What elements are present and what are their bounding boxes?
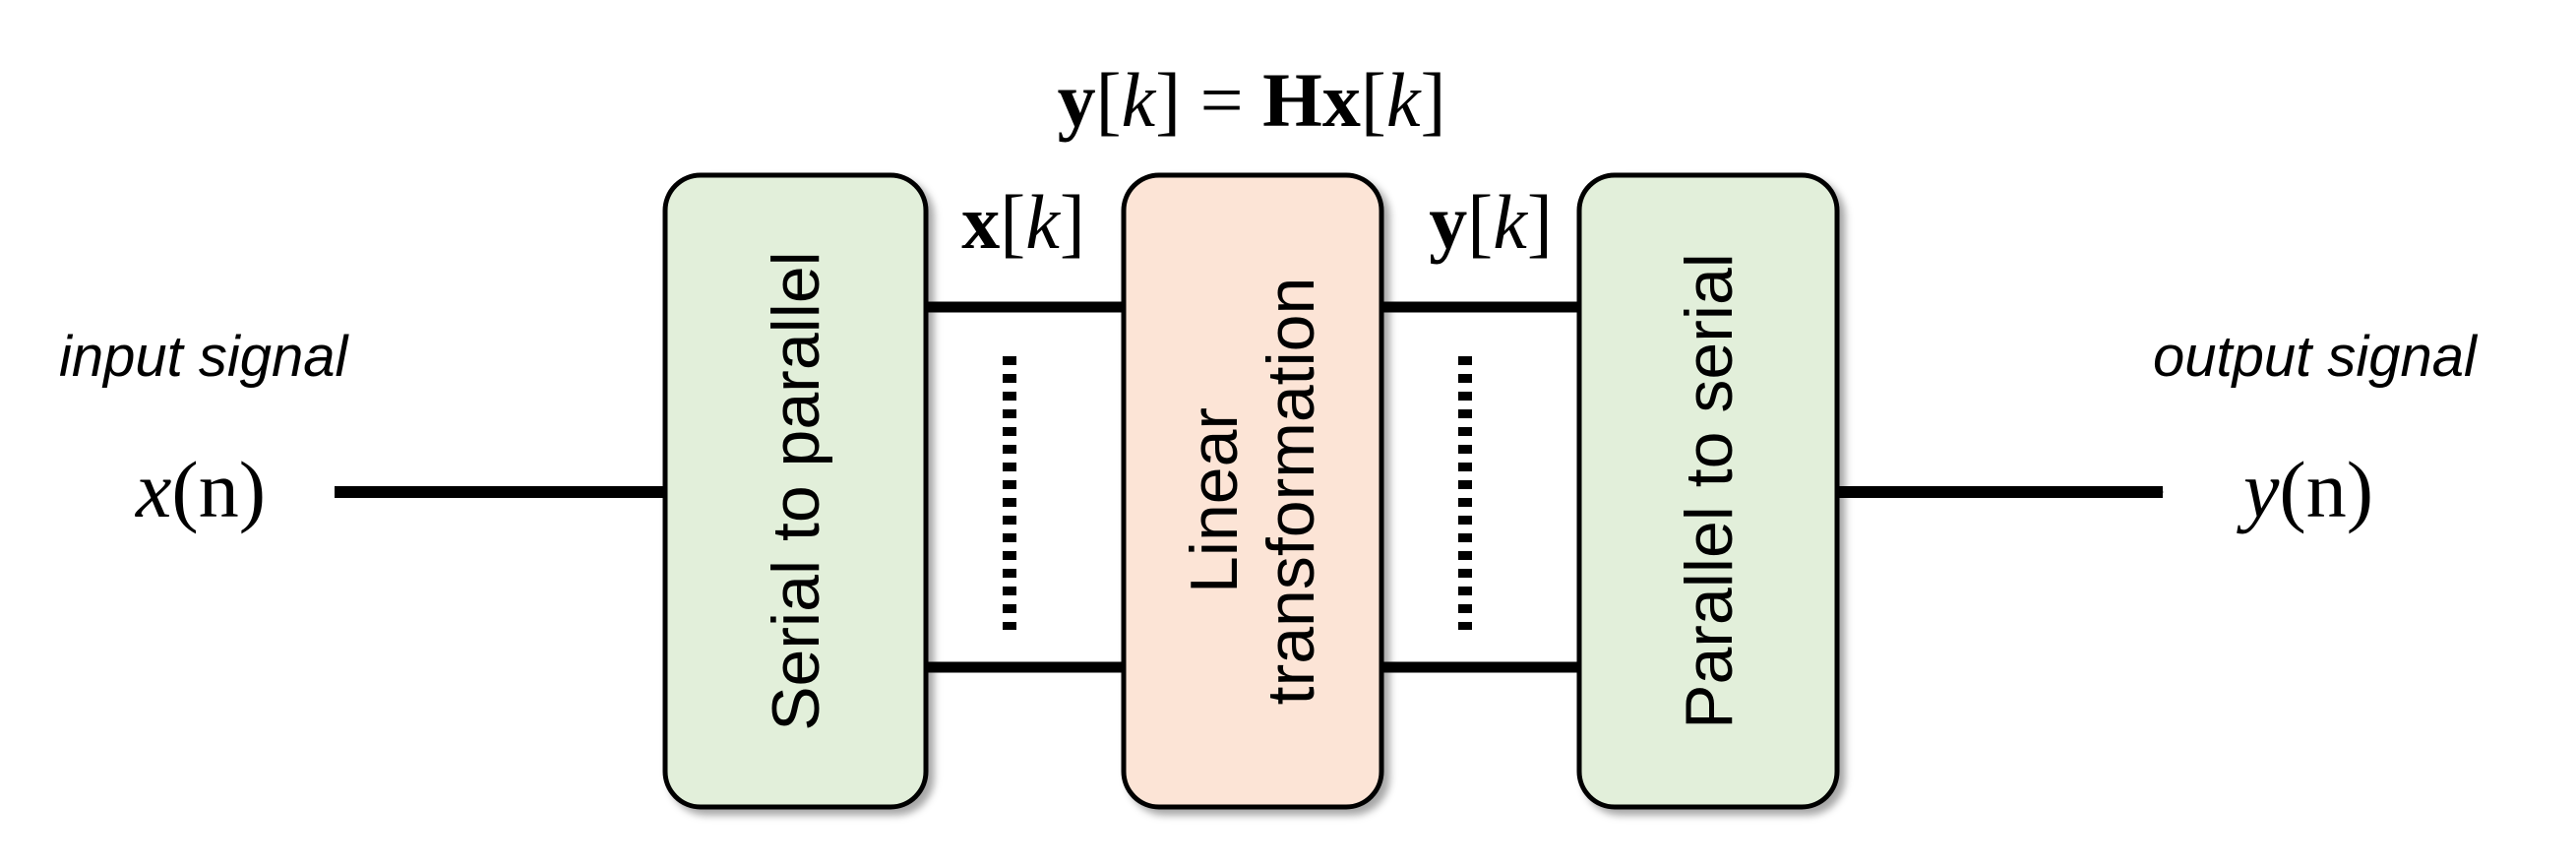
y-vector-label: y[k]: [1429, 179, 1553, 265]
linear-transformation-label: Linear transformation: [1177, 278, 1328, 706]
input-signal-symbol: x(n): [135, 445, 266, 534]
input-signal-caption: input signal: [59, 325, 350, 389]
x-vector-label: x[k]: [961, 179, 1085, 265]
linear-transformation-block: [1121, 172, 1384, 810]
serial-to-parallel-block: [662, 172, 929, 810]
output-signal-symbol: y(n): [2237, 445, 2373, 534]
output-signal-caption: output signal: [2153, 325, 2479, 389]
transform-equation: y[k] = Hx[k]: [1058, 57, 1446, 143]
parallel-to-serial-label: Parallel to serial: [1672, 253, 1747, 729]
serial-to-parallel-label: Serial to parallel: [759, 251, 833, 731]
